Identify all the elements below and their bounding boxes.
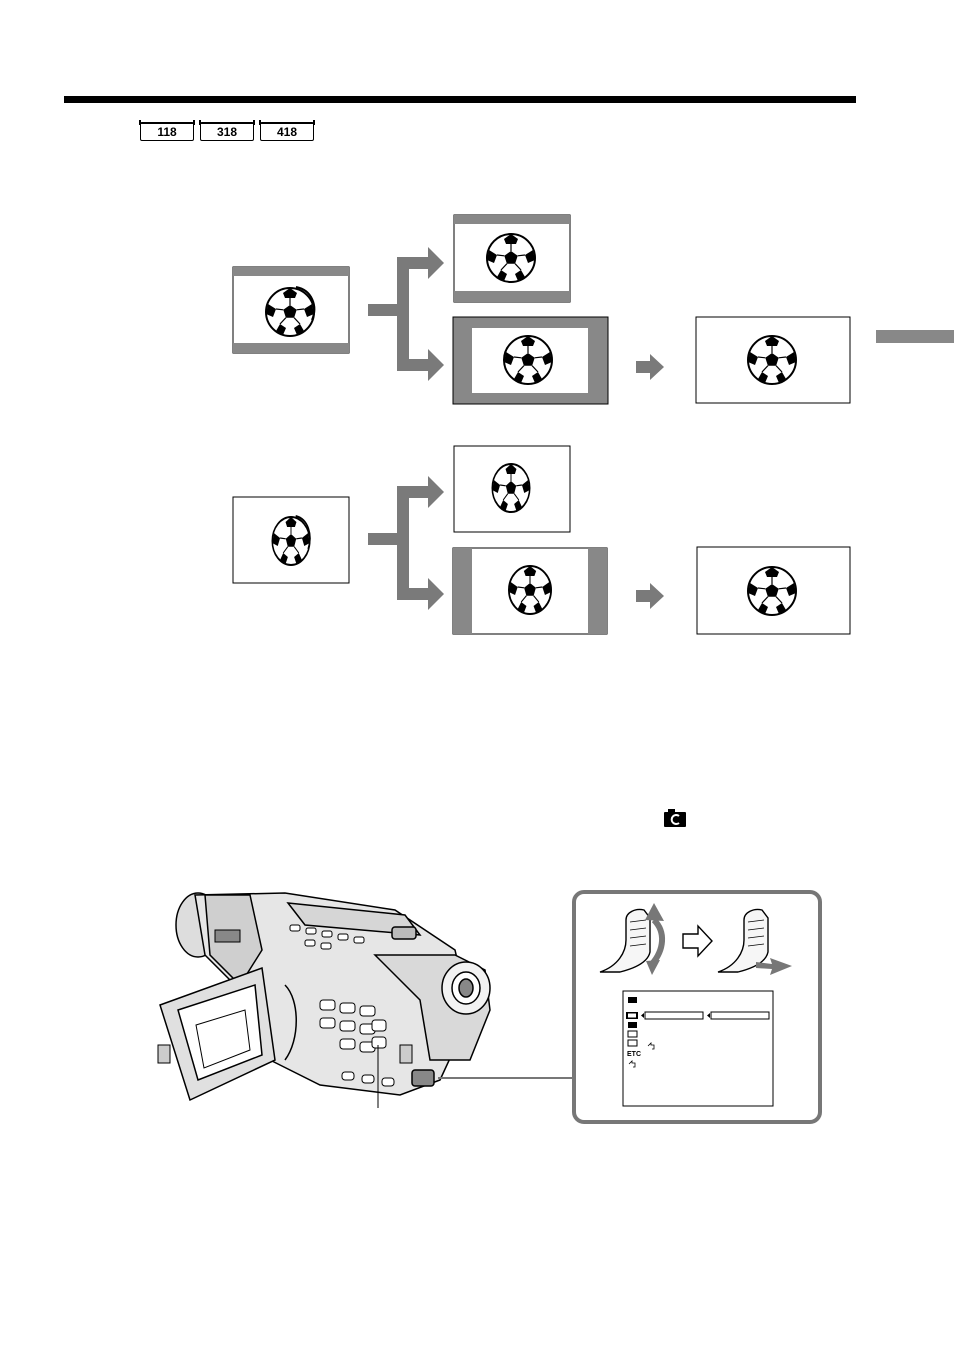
etc-label: ETC xyxy=(627,1051,641,1058)
squeezed-screen xyxy=(454,446,570,532)
soccer-ball-icon xyxy=(492,464,529,512)
soccer-ball-icon xyxy=(272,516,310,565)
soccer-ball-icon xyxy=(748,567,796,615)
letterbox-screen xyxy=(454,215,570,302)
camcorder-illustration xyxy=(158,893,490,1100)
menu-screen: ETC xyxy=(623,991,773,1106)
soccer-ball-icon xyxy=(504,336,552,384)
next-arrow xyxy=(636,583,664,609)
wide-source-screen xyxy=(233,267,349,353)
next-arrow xyxy=(636,354,664,380)
soccer-ball-icon xyxy=(509,566,551,614)
branch-arrow xyxy=(368,247,444,381)
soccer-ball-icon xyxy=(487,234,535,282)
sidebar-screen xyxy=(453,548,607,634)
wide-tv-screen xyxy=(696,317,850,403)
squeeze-source-screen xyxy=(233,497,349,583)
camera-set-icon xyxy=(664,809,686,827)
soccer-ball-icon xyxy=(748,336,796,384)
soccer-ball-icon xyxy=(266,287,314,336)
wide-tv-screen xyxy=(697,547,850,634)
windowbox-screen xyxy=(453,317,608,404)
branch-arrow xyxy=(368,476,444,610)
